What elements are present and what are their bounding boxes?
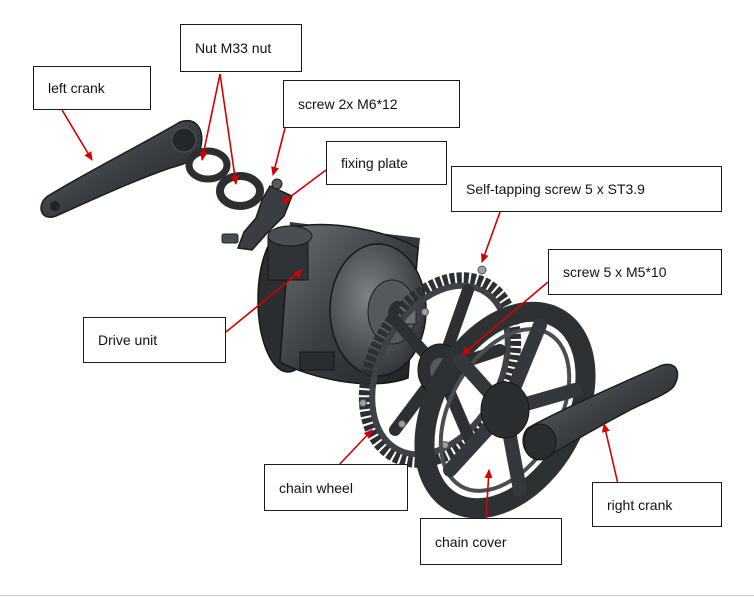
arrow-chain-wheel (337, 429, 373, 467)
arrow-right-crank (601, 423, 619, 485)
arrow-screw-m6 (271, 127, 286, 176)
label-chain-wheel: chain wheel (264, 464, 408, 511)
label-drive-unit: Drive unit (83, 317, 226, 363)
label-fixing-plate: fixing plate (326, 141, 447, 185)
arrow-drive-unit (225, 269, 303, 333)
leader-arrows (61, 73, 619, 521)
drive-unit-part (257, 222, 427, 385)
right-crank-part (522, 363, 679, 461)
fixing-plate-part (221, 178, 293, 251)
label-screw-m6: screw 2x M6*12 (283, 80, 460, 128)
label-nut-m33: Nut M33 nut (180, 24, 302, 72)
arrow-left-crank (61, 109, 93, 161)
label-self-tapping-screw: Self-tapping screw 5 x ST3.9 (451, 166, 722, 212)
arrow-chain-cover (484, 469, 493, 521)
arrow-self-tapping (480, 211, 501, 263)
arrow-screw-m5 (461, 281, 549, 356)
label-screw-m5: screw 5 x M5*10 (548, 249, 722, 295)
left-crank-part (40, 119, 203, 218)
label-left-crank: left crank (33, 66, 151, 110)
nut-m33-part (185, 147, 264, 210)
label-chain-cover: chain cover (420, 518, 562, 565)
label-right-crank: right crank (592, 482, 722, 527)
arrow-nut-1 (199, 73, 221, 161)
arrow-fixing-plate (281, 169, 327, 204)
arrow-nut-2 (219, 73, 239, 185)
bottom-divider (0, 595, 754, 596)
